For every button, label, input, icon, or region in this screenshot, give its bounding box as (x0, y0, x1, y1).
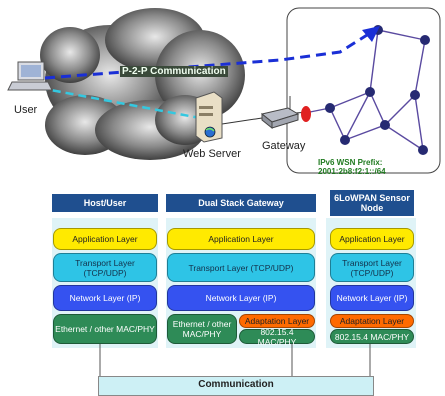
host-application-layer: Application Layer (53, 228, 157, 250)
stack-header-sensor: 6LoWPAN Sensor Node (330, 190, 414, 216)
communication-bar: Communication (98, 376, 374, 396)
sensor-node (380, 120, 390, 130)
wsn-prefix-label: IPv6 WSN Prefix: 2001:2b8:f2:1::/64 (318, 158, 386, 176)
sensor-application-layer: Application Layer (330, 228, 414, 250)
sensor-node (410, 90, 420, 100)
server-gateway-link (221, 117, 263, 125)
gateway-application-layer: Application Layer (167, 228, 315, 250)
gateway-802154-layer: 802.15.4 MAC/PHY (239, 327, 315, 347)
network-diagram (7, 7, 441, 174)
p2p-arrowhead (362, 26, 380, 42)
sensor-node (420, 35, 430, 45)
gateway-port-icon (301, 106, 311, 122)
communication-bracket (99, 344, 371, 376)
user-server-link (39, 86, 201, 120)
stack-header-host: Host/User (52, 194, 158, 212)
wsn-links (309, 29, 426, 151)
gateway-network-layer: Network Layer (IP) (167, 285, 315, 311)
user-label: User (14, 104, 38, 116)
wsn-box (286, 7, 441, 174)
sensor-node (418, 145, 428, 155)
sensor-network-layer: Network Layer (IP) (330, 285, 414, 311)
sensor-802154-layer: 802.15.4 MAC/PHY (330, 329, 414, 344)
gateway-ethernet-layer: Ethernet / other MAC/PHY (167, 314, 237, 344)
web-server-icon (195, 91, 223, 143)
gateway-transport-layer: Transport Layer (TCP/UDP) (167, 253, 315, 282)
laptop-icon (7, 61, 53, 91)
sensor-node (365, 87, 375, 97)
host-network-layer: Network Layer (IP) (53, 285, 157, 311)
host-ethernet-layer: Ethernet / other MAC/PHY (53, 314, 157, 344)
host-transport-layer: Transport Layer (TCP/UDP) (53, 253, 157, 282)
sensor-node (340, 135, 350, 145)
stack-header-gateway: Dual Stack Gateway (166, 194, 316, 212)
web-server-label: Web Server (183, 148, 241, 160)
internet-cloud (40, 8, 245, 160)
p2p-label: P-2-P Communication (120, 66, 228, 77)
sensor-transport-layer: Transport Layer (TCP/UDP) (330, 253, 414, 282)
communication-label: Communication (198, 379, 274, 390)
gateway-adaptation-layer: Adaptation Layer (239, 314, 315, 328)
sensor-adaptation-layer: Adaptation Layer (330, 314, 414, 328)
sensor-node (325, 103, 335, 113)
gateway-label: Gateway (262, 140, 306, 152)
gateway-router-icon (260, 96, 300, 130)
